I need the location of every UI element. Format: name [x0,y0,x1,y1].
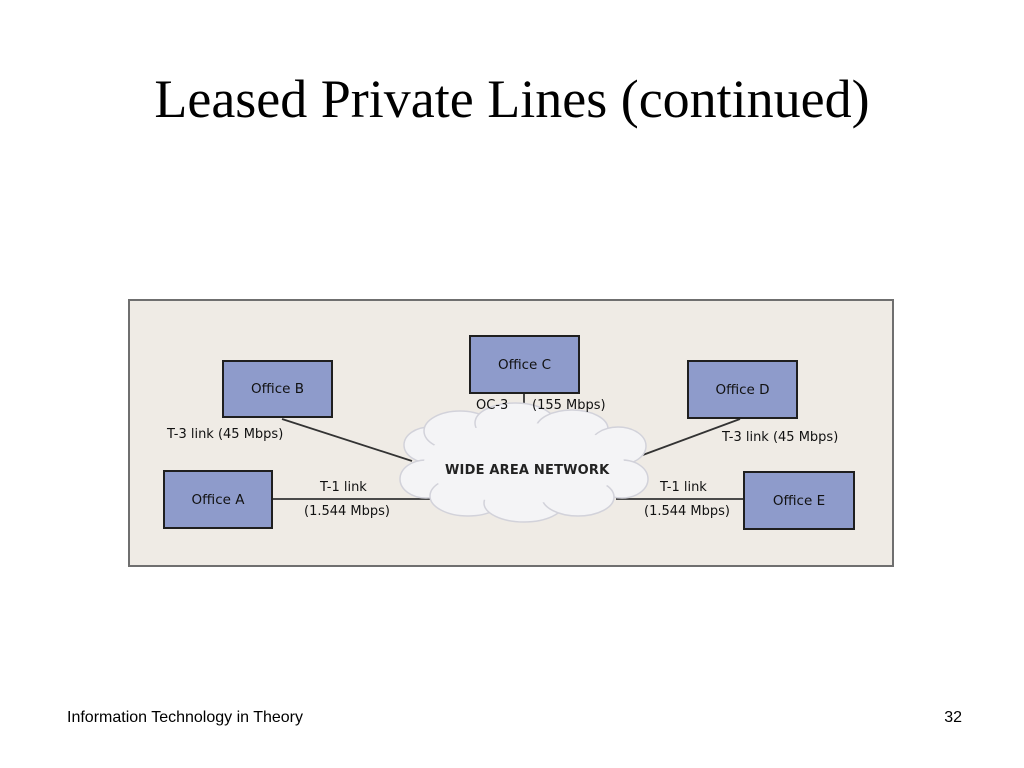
footer-course-title: Information Technology in Theory [67,709,303,726]
office-a-label: Office A [191,491,245,508]
office-a-link-speed: (1.544 Mbps) [304,504,390,519]
office-c-label: Office C [497,356,552,373]
diagram-canvas [272,394,744,523]
office-d-link-label: T-3 link (45 Mbps) [722,430,839,445]
office-e-box: Office E [743,471,855,530]
office-b-link-label: T-3 link (45 Mbps) [167,427,284,442]
link-line-office-b [281,418,413,462]
wide-area-network-cloud [399,402,649,523]
link-line-office-d [631,418,741,460]
office-d-label: Office D [715,381,770,398]
office-a-link-name: T-1 link [320,480,367,495]
slide-page-number: 32 [944,709,962,726]
office-c-link-speed: (155 Mbps) [532,398,606,413]
office-d-box: Office D [687,360,798,419]
office-e-link-speed: (1.544 Mbps) [644,504,730,519]
office-c-box: Office C [469,335,580,394]
network-diagram: WIDE AREA NETWORK Office B Office C Offi… [128,299,894,567]
office-b-box: Office B [222,360,333,418]
office-a-box: Office A [163,470,273,529]
office-b-label: Office B [251,381,304,397]
wide-area-network-label: WIDE AREA NETWORK [445,463,610,478]
office-e-label: Office E [772,492,826,509]
office-c-link-name: OC-3 [476,398,509,413]
slide-title: Leased Private Lines (continued) [154,69,870,129]
office-e-link-name: T-1 link [660,480,707,495]
